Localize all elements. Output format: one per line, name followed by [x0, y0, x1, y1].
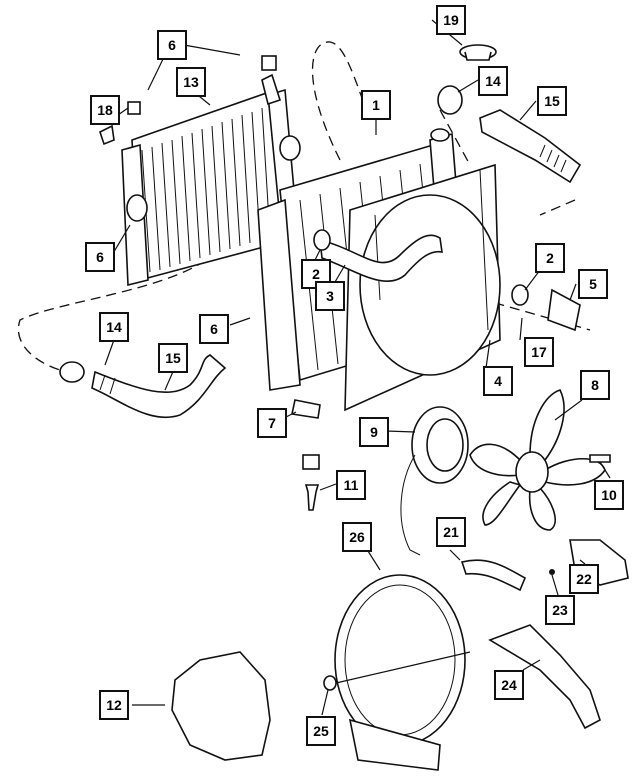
- callout-21: 21: [436, 517, 466, 547]
- lower-fan-shroud: [334, 574, 466, 771]
- callout-23: 23: [545, 595, 575, 625]
- radiator-cap: [459, 44, 497, 61]
- callout-18: 18: [90, 95, 120, 125]
- hose-clamp-left: [313, 229, 331, 251]
- callout-24: 24: [494, 670, 524, 700]
- callout-1: 1: [361, 90, 391, 120]
- isolator-upper: [261, 55, 277, 71]
- bracket-21: [460, 559, 527, 592]
- callout-6: 6: [157, 30, 187, 60]
- callout-17: 17: [524, 337, 554, 367]
- callout-6: 6: [199, 314, 229, 344]
- callout-14: 14: [99, 312, 129, 342]
- bolt: [99, 124, 115, 146]
- upper-fan-shroud: [344, 163, 501, 412]
- fan-bolt: [589, 454, 611, 463]
- callout-26: 26: [342, 522, 372, 552]
- charge-air-hose-upper: [479, 109, 582, 184]
- callout-7: 7: [257, 408, 287, 438]
- callout-14: 14: [478, 66, 508, 96]
- callout-5: 5: [578, 269, 608, 299]
- callout-19: 19: [436, 5, 466, 35]
- callout-4: 4: [483, 366, 513, 396]
- callout-3: 3: [315, 281, 345, 311]
- callout-6: 6: [85, 242, 115, 272]
- callout-15: 15: [158, 343, 188, 373]
- leader-lines: [104, 19, 611, 716]
- callout-22: 22: [569, 564, 599, 594]
- callout-13: 13: [176, 67, 206, 97]
- callout-11: 11: [336, 470, 366, 500]
- callout-25: 25: [306, 716, 336, 746]
- callout-10: 10: [594, 480, 624, 510]
- charge-air-cooler: [121, 73, 301, 287]
- hose-clamp-upper: [437, 85, 463, 115]
- radiator-hose-upper: [319, 234, 443, 282]
- callout-12: 12: [99, 690, 129, 720]
- clip: [323, 675, 337, 691]
- coolant-reservoir: [171, 651, 271, 761]
- fastener-23: [549, 569, 555, 575]
- sensor: [291, 399, 321, 419]
- grommet: [302, 454, 320, 470]
- charge-air-hose-lower: [91, 354, 227, 419]
- hose-clamp-right: [511, 284, 529, 306]
- callout-15: 15: [537, 86, 567, 116]
- hose-fitting: [547, 288, 581, 332]
- fan-clutch: [400, 406, 469, 556]
- callout-2: 2: [535, 243, 565, 273]
- hose-clamp-lower: [59, 361, 85, 383]
- screw: [304, 484, 320, 511]
- callout-9: 9: [359, 417, 389, 447]
- bracket-24: [488, 624, 601, 730]
- nut: [127, 101, 141, 115]
- callout-8: 8: [580, 370, 610, 400]
- cooling-fan: [469, 389, 606, 531]
